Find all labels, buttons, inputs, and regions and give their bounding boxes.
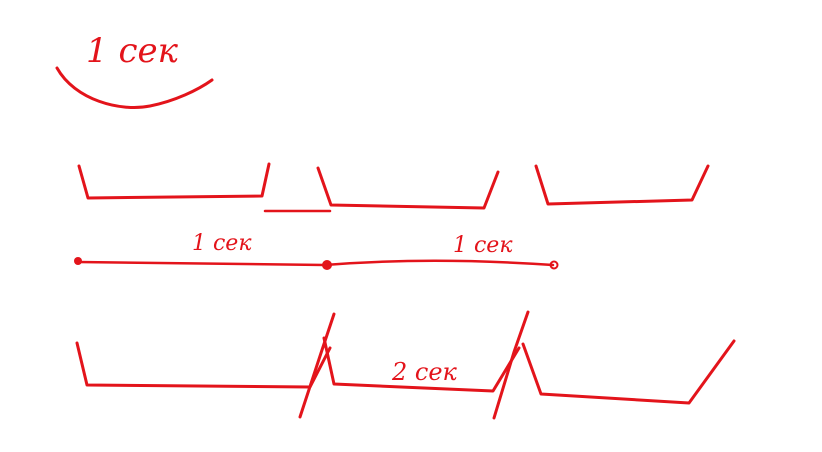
- timeline-dot-start: [74, 257, 82, 265]
- timeline-dot-end: [549, 260, 559, 270]
- timeline: 1 сек 1 сек: [74, 231, 559, 270]
- spike-1: [298, 312, 336, 419]
- bottom-trough-2: [322, 336, 521, 393]
- bottom-label: 2 сек: [391, 358, 458, 386]
- segment-1-label: 1 сек: [192, 231, 252, 256]
- bottom-trough-1: [75, 341, 332, 389]
- row-3-troughs: 2 сек: [75, 310, 736, 420]
- top-label: 1 сек: [86, 31, 179, 71]
- bottom-trough-3: [521, 339, 736, 405]
- top-annotation: 1 сек: [55, 31, 214, 109]
- spike-2: [492, 310, 530, 420]
- trough-3: [534, 164, 710, 206]
- timeline-segment-2: [323, 259, 555, 267]
- trough-1: [77, 162, 271, 200]
- segment-2-label: 1 сек: [453, 233, 513, 258]
- row-1-troughs: [77, 162, 710, 213]
- timeline-segment-1: [76, 260, 327, 267]
- top-arc: [55, 66, 214, 109]
- trough-2: [316, 166, 500, 210]
- timeline-dot-middle: [322, 260, 332, 270]
